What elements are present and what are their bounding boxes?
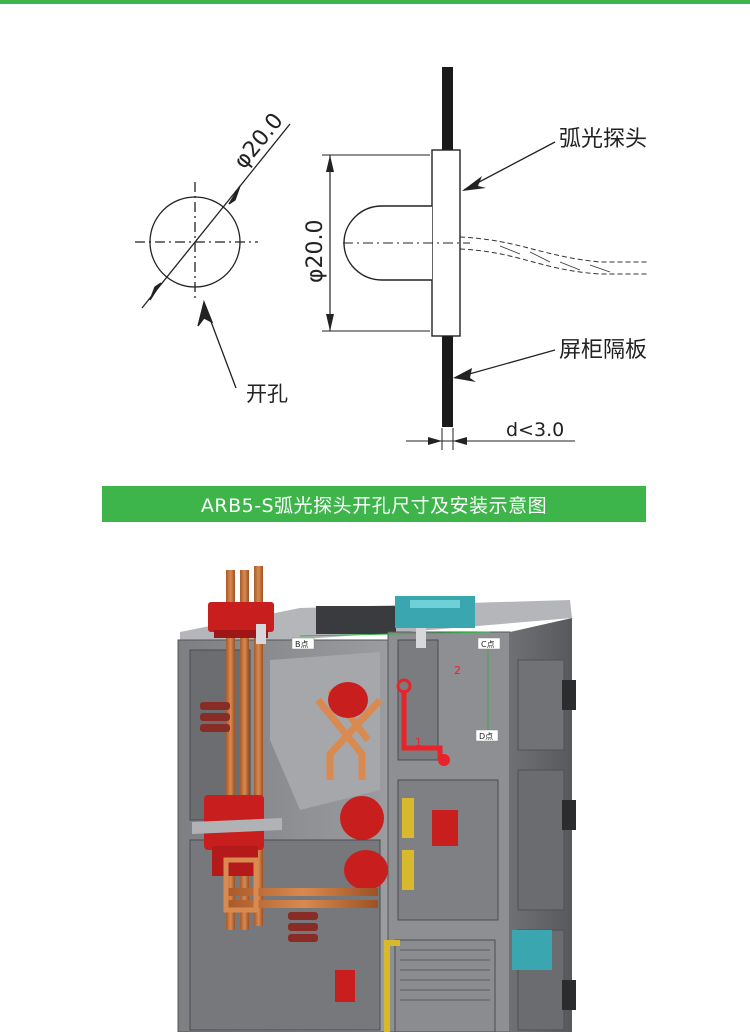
hole-dimension-line <box>141 123 291 309</box>
probe-diameter-label: φ20.0 <box>303 220 328 284</box>
partition-leader-line <box>454 349 556 379</box>
red-ct-lower <box>344 850 388 890</box>
side-insulator <box>200 702 230 732</box>
side-view <box>322 67 648 450</box>
hole-leader-arrow <box>197 299 214 327</box>
partition-plate-bottom <box>442 335 453 427</box>
probe-label: 弧光探头 <box>559 127 647 152</box>
bottom-insulator <box>288 912 318 942</box>
probe-position-path <box>401 690 443 760</box>
top-accent-bar <box>0 0 750 4</box>
red-ct-middle <box>340 796 384 840</box>
fiber-cable <box>459 236 648 263</box>
top-equipment-dark <box>316 606 396 634</box>
probe-position-bottom <box>438 754 450 766</box>
gap-label: d<3.0 <box>506 419 564 441</box>
caption-banner: ARB5-S弧光探头开孔尺寸及安装示意图 <box>102 486 646 522</box>
switchgear-cabinet-illustration: B点 C点 D点 1 2 <box>177 566 576 1032</box>
hole-view <box>135 123 291 389</box>
marker-2: 2 <box>454 664 461 677</box>
hole-dim-arrow-top <box>228 185 241 205</box>
yellow-terminals <box>384 798 414 1032</box>
point-b-label: B点 <box>295 640 309 649</box>
hole-diameter-label: φ20.0 <box>229 109 288 174</box>
partition-label: 屏柜隔板 <box>559 338 647 363</box>
point-c-label: C点 <box>481 640 495 649</box>
probe-installation-drawing: φ20.0 开孔 φ20.0 弧光探头 屏柜隔板 d<3.0 <box>135 67 648 450</box>
partition-plate-top <box>442 67 453 152</box>
hole-label: 开孔 <box>246 382 288 406</box>
busbar-vertical-3 <box>254 566 263 926</box>
probe-position-top <box>396 678 412 694</box>
busbar-vertical-2 <box>240 570 249 930</box>
busbar-vertical-1 <box>226 570 235 930</box>
marker-1: 1 <box>415 736 422 749</box>
hole-dim-arrow-bottom <box>149 282 162 301</box>
point-d-label: D点 <box>479 732 493 741</box>
red-ct-upper <box>328 682 368 718</box>
